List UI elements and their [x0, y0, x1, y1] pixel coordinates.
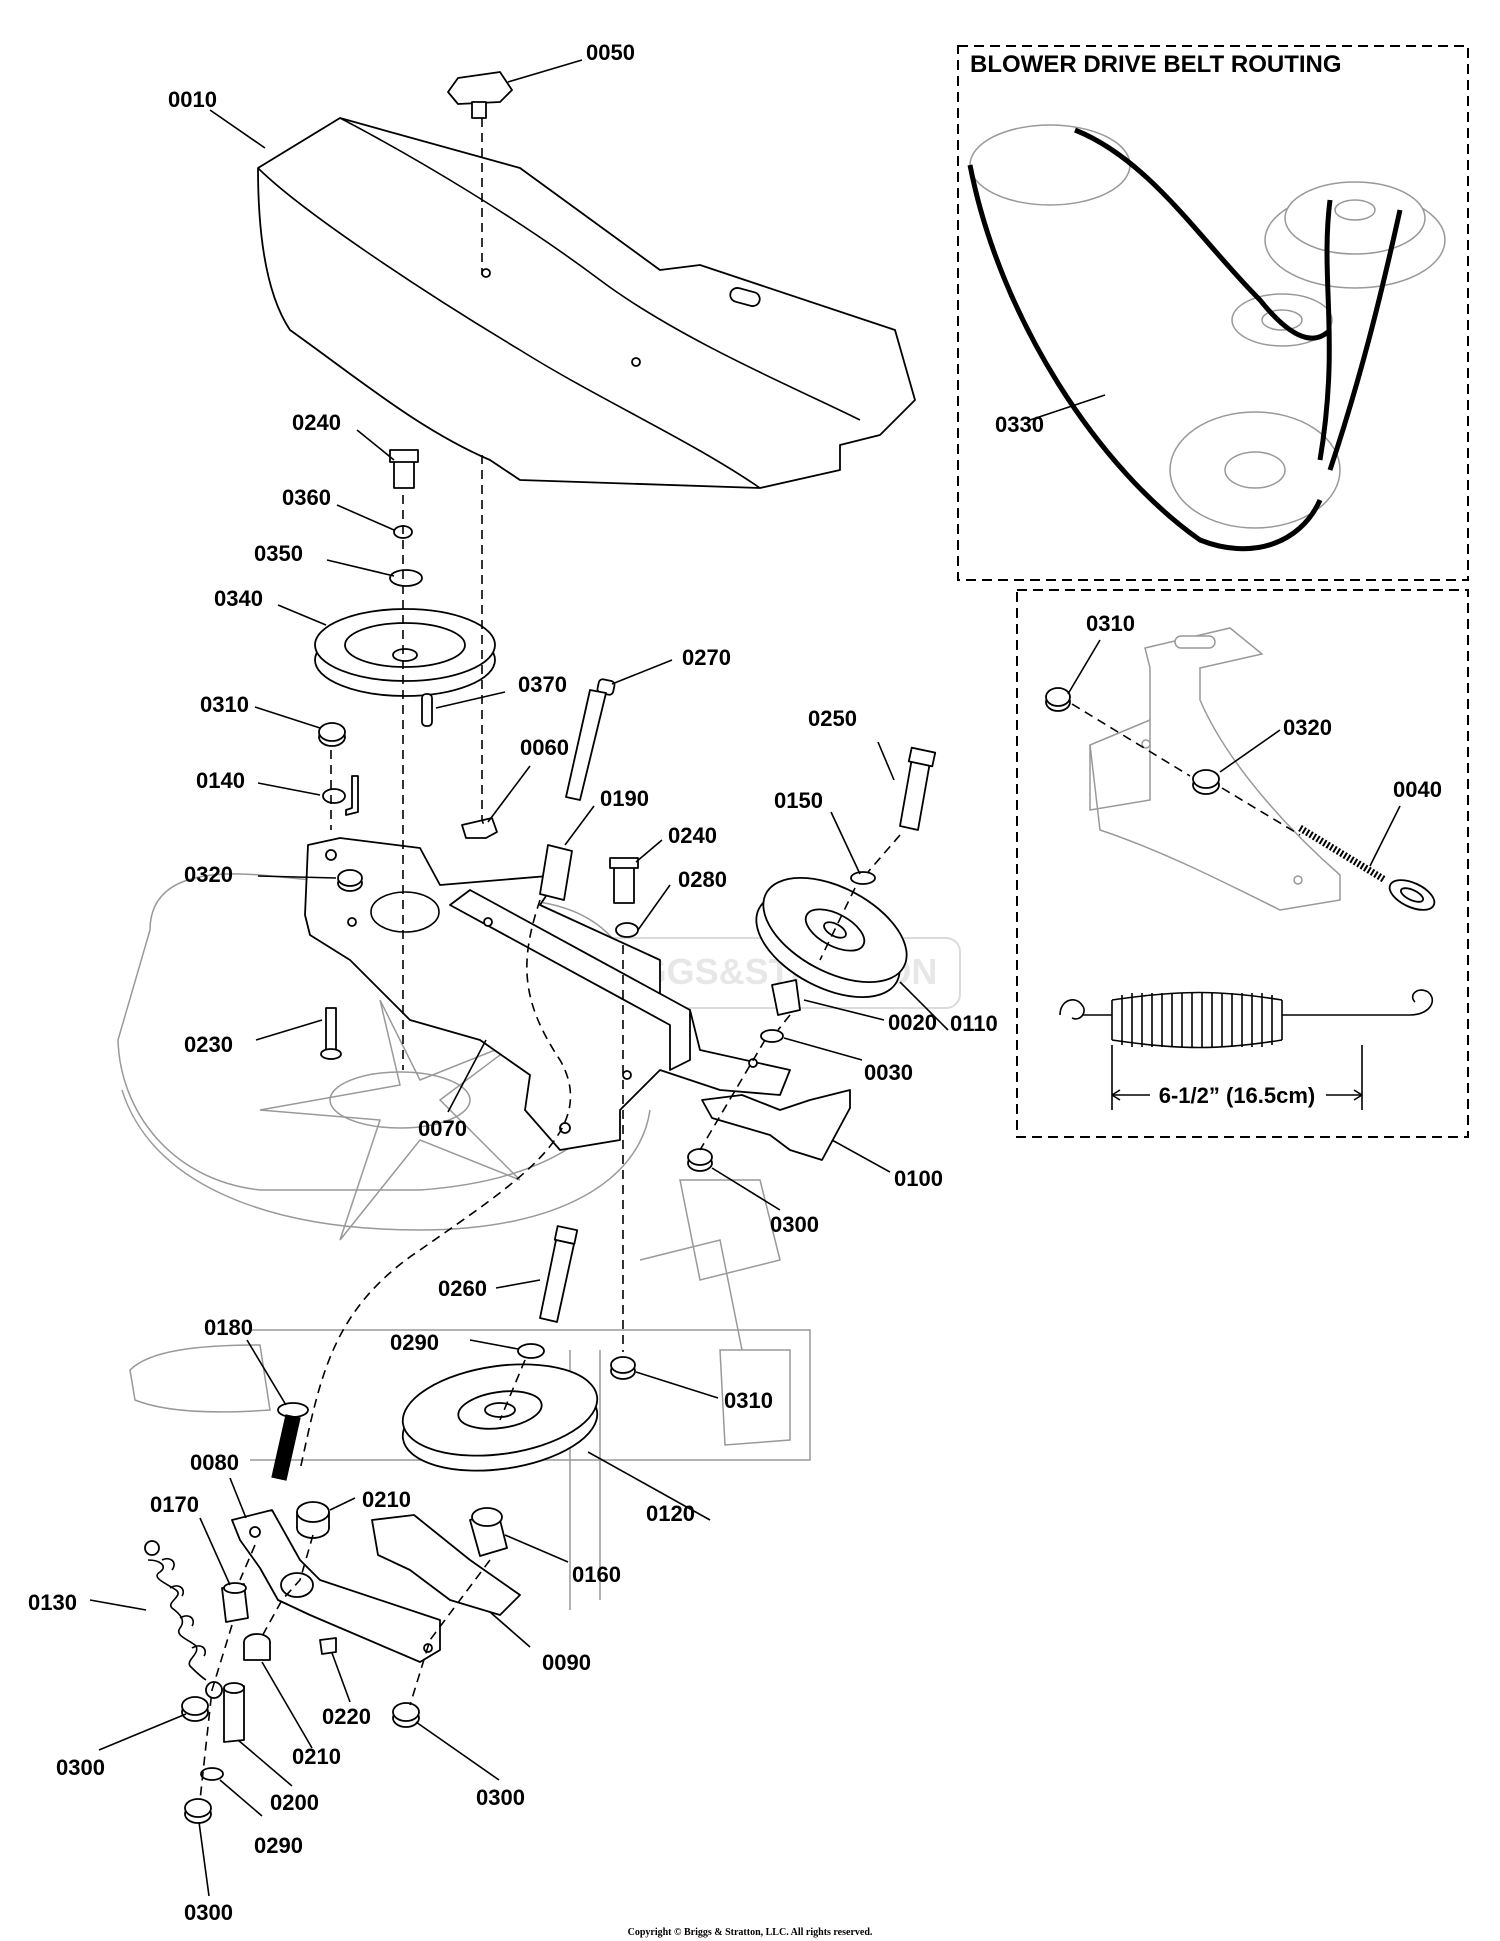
inset-belt-routing: BLOWER DRIVE BELT ROUTING [957, 45, 1469, 581]
callout-0270: 0270 [682, 645, 731, 670]
callout-0300-c: 0300 [476, 1785, 525, 1810]
callout-0300: 0300 [770, 1212, 819, 1237]
spring-0130 [144, 1540, 249, 1699]
callout-0320: 0320 [184, 862, 233, 887]
spring-dimension: 6-1/2” (16.5cm) [1159, 1083, 1316, 1108]
callout-0340: 0340 [214, 586, 263, 611]
callout-0200: 0200 [270, 1790, 319, 1815]
knob-0050 [447, 71, 513, 119]
bolt-0240-right [609, 857, 639, 938]
callout-0310-b: 0310 [724, 1388, 773, 1413]
callout-0100: 0100 [894, 1166, 943, 1191]
lower-stack [181, 1633, 420, 1824]
callout-0120: 0120 [646, 1501, 695, 1526]
callout-0050: 0050 [586, 40, 635, 65]
callout-0210-b: 0210 [292, 1744, 341, 1769]
callout-0020: 0020 [888, 1010, 937, 1035]
callout-0260: 0260 [438, 1276, 487, 1301]
callout-0190: 0190 [600, 786, 649, 811]
bracket-hardware [337, 817, 498, 892]
callout-0160: 0160 [572, 1562, 621, 1587]
assembly-lines [199, 118, 901, 1801]
callout-0080: 0080 [190, 1450, 239, 1475]
fitting-0220 [319, 1637, 337, 1655]
callout-0370: 0370 [518, 672, 567, 697]
copyright-notice: Copyright © Briggs & Stratton, LLC. All … [628, 1927, 873, 1938]
small-hardware-left [318, 693, 433, 816]
mower-deck-ghost [117, 873, 811, 1610]
callout-0150: 0150 [774, 788, 823, 813]
callout-0090: 0090 [542, 1650, 591, 1675]
callout-0240: 0240 [292, 410, 341, 435]
callout-0300-b: 0300 [56, 1755, 105, 1780]
callout-0060: 0060 [520, 735, 569, 760]
idler-pulley-right [755, 746, 937, 1043]
inset-label-0310: 0310 [1086, 611, 1135, 636]
callout-0250: 0250 [808, 706, 857, 731]
inset-label-0320: 0320 [1283, 715, 1332, 740]
callout-0140: 0140 [196, 768, 245, 793]
bolt-0230 [320, 1007, 342, 1060]
callout-0220: 0220 [322, 1704, 371, 1729]
callout-0170: 0170 [150, 1492, 199, 1517]
inset-label-0040: 0040 [1393, 777, 1442, 802]
callout-0230: 0230 [184, 1032, 233, 1057]
leader-lines [89, 59, 949, 1897]
lower-arm-0080 [231, 1501, 508, 1663]
nut-0300-a [687, 1148, 713, 1172]
callout-0290: 0290 [390, 1330, 439, 1355]
callout-0360: 0360 [282, 485, 331, 510]
plate-0090 [371, 1514, 521, 1616]
top-cover-0010 [257, 117, 916, 489]
bolt-0180 [271, 1402, 309, 1481]
handle-0100 [701, 1089, 851, 1161]
callout-0350: 0350 [254, 541, 303, 566]
callout-0310: 0310 [200, 692, 249, 717]
callout-0070: 0070 [418, 1116, 467, 1141]
inset-bracket-spring: 6-1/2” (16.5cm) 0310 0320 0040 [1016, 589, 1469, 1138]
callout-0240-b: 0240 [668, 823, 717, 848]
callout-labels: 0010 0050 0240 0360 0350 0340 0310 0140 … [28, 40, 1044, 1925]
long-bolt-0270 [539, 678, 616, 901]
callout-0290-b: 0290 [254, 1833, 303, 1858]
callout-0210: 0210 [362, 1487, 411, 1512]
callout-0280: 0280 [678, 867, 727, 892]
inset-title: BLOWER DRIVE BELT ROUTING [970, 51, 1342, 78]
inset-label-0330: 0330 [995, 412, 1044, 437]
callout-0030: 0030 [864, 1060, 913, 1085]
callout-0180: 0180 [204, 1315, 253, 1340]
callout-0010: 0010 [168, 87, 217, 112]
lower-pulley-group [401, 1225, 636, 1472]
pulley-stack-left [314, 449, 496, 697]
callout-0300-d: 0300 [184, 1900, 233, 1925]
callout-0110: 0110 [950, 1011, 998, 1036]
callout-0130: 0130 [28, 1590, 77, 1615]
